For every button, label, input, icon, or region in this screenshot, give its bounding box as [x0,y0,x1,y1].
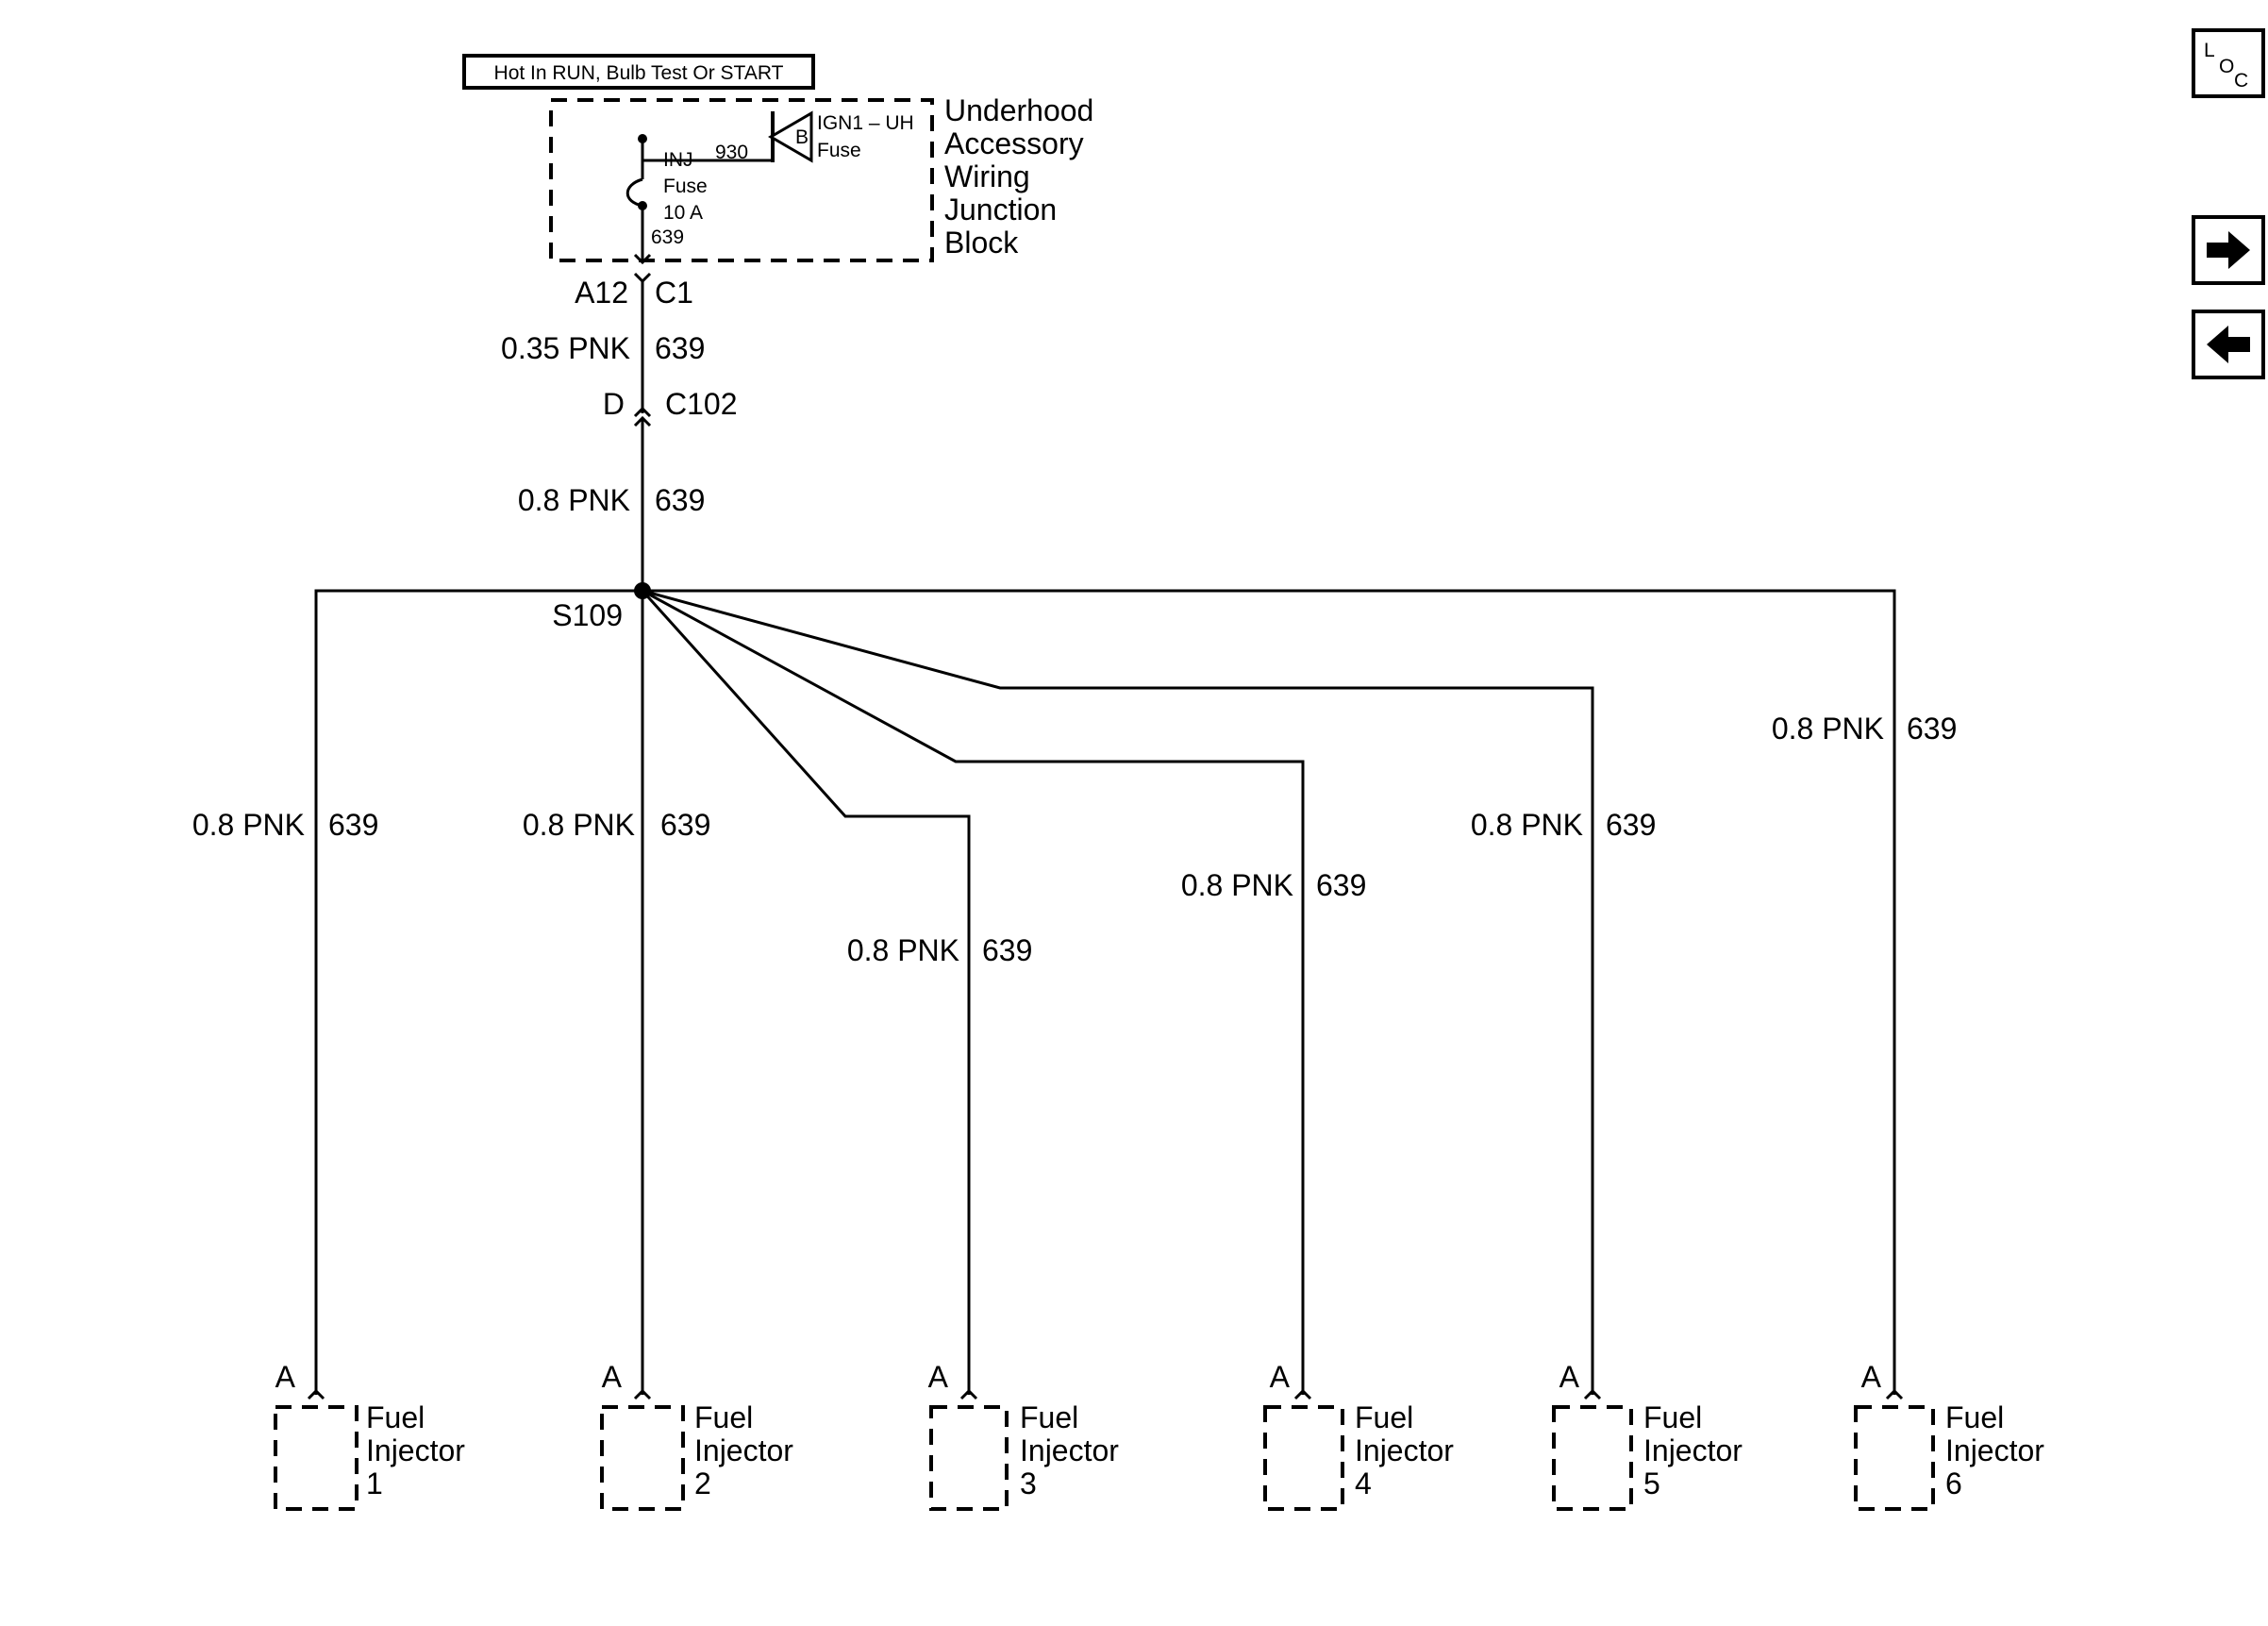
next-page-button[interactable] [2192,215,2265,285]
svg-text:Fuel: Fuel [1355,1400,1413,1434]
branch-wire-1 [314,589,642,1395]
injector-3-pin: A [928,1360,949,1394]
inj-fuse-rating: 10 A [663,202,703,224]
ign1-circuit: 930 [715,142,748,163]
branch-3-circuit: 639 [982,933,1032,967]
injector-6-pin: A [1861,1360,1882,1394]
fuel-injector-2: A Fuel Injector 2 [600,1360,793,1511]
injector-5-pin: A [1559,1360,1580,1394]
svg-text:Fuel: Fuel [1643,1400,1702,1434]
junction-block-outline [549,98,934,262]
feed-wire-1-gauge: 0.35 PNK [501,331,630,365]
svg-text:Injector: Injector [1643,1433,1743,1467]
svg-text:5: 5 [1643,1467,1660,1500]
branch-4-gauge: 0.8 PNK [1181,868,1293,902]
c1-pin: A12 [575,276,628,310]
branch-5-circuit: 639 [1606,808,1656,842]
svg-text:Fuel: Fuel [694,1400,753,1434]
inj-fuse-name: INJ [663,149,693,171]
injector-4-pin: A [1270,1360,1291,1394]
svg-text:Fuel: Fuel [1945,1400,2004,1434]
feed-wire-2-circuit: 639 [655,483,705,517]
branch-wires [314,589,1896,1395]
branch-5-gauge: 0.8 PNK [1471,808,1583,842]
fuel-injector-6: A Fuel Injector 6 [1854,1360,2044,1511]
branch-2-gauge: 0.8 PNK [523,808,635,842]
previous-page-button[interactable] [2192,310,2265,379]
loc-letter-l: L [2204,40,2215,61]
hot-label-box: Hot In RUN, Bulb Test Or START [462,54,815,90]
c102-name: C102 [665,387,738,421]
branch-6-circuit: 639 [1907,712,1957,746]
svg-text:Fuel: Fuel [1020,1400,1078,1434]
svg-text:Injector: Injector [1355,1433,1454,1467]
svg-text:Injector: Injector [1020,1433,1119,1467]
branch-4-circuit: 639 [1316,868,1366,902]
svg-text:4: 4 [1355,1467,1372,1500]
connector-c1: A12 C1 [575,253,693,310]
svg-text:Junction: Junction [944,193,1057,226]
svg-text:Injector: Injector [694,1433,793,1467]
fuel-injector-5: A Fuel Injector 5 [1552,1360,1743,1511]
arrow-right-icon [2207,231,2250,269]
branch-wire-3 [641,589,971,1395]
fuel-injector-3: A Fuel Injector 3 [928,1360,1119,1511]
branch-wire-4 [642,589,1305,1395]
feed-wire-2-gauge: 0.8 PNK [518,483,630,517]
svg-text:Accessory: Accessory [944,126,1084,160]
loc-letter-c: C [2234,70,2248,92]
branch-labels: 0.8 PNK 639 0.8 PNK 639 0.8 PNK 639 0.8 … [192,712,1958,967]
ign1-fuse-label: Fuse [817,140,861,161]
svg-text:Injector: Injector [366,1433,465,1467]
loc-button[interactable]: L O C [2192,28,2265,98]
connector-c102: D C102 [603,387,738,427]
inj-fuse: INJ Fuse 10 A 639 [625,134,708,260]
injector-2-pin: A [602,1360,623,1394]
svg-text:Underhood: Underhood [944,93,1093,127]
c102-pin: D [603,387,625,421]
branch-2-circuit: 639 [660,808,710,842]
splice-label: S109 [552,598,623,632]
injector-1-pin: A [275,1360,296,1394]
ign1-feed-terminal: B IGN1 – UH Fuse 930 [642,110,914,163]
svg-text:Injector: Injector [1945,1433,2044,1467]
junction-block-name: Underhood Accessory Wiring Junction Bloc… [944,93,1093,260]
branch-wire-6 [642,589,1896,1395]
branch-1-circuit: 639 [328,808,378,842]
svg-text:1: 1 [366,1467,383,1500]
arrow-left-icon [2207,326,2250,363]
svg-text:6: 6 [1945,1467,1962,1500]
fuel-injector-4: A Fuel Injector 4 [1263,1360,1454,1511]
branch-3-gauge: 0.8 PNK [847,933,959,967]
fuel-injector-1: A Fuel Injector 1 [274,1360,465,1511]
feed-wire-1-circuit: 639 [655,331,705,365]
ign1-fuse-name: IGN1 – UH [817,112,914,134]
svg-text:Fuel: Fuel [366,1400,425,1434]
branch-1-gauge: 0.8 PNK [192,808,305,842]
svg-text:Wiring: Wiring [944,159,1030,193]
branch-6-gauge: 0.8 PNK [1772,712,1884,746]
svg-text:3: 3 [1020,1467,1037,1500]
c1-name: C1 [655,276,693,310]
svg-text:2: 2 [694,1467,711,1500]
branch-wire-5 [642,589,1594,1395]
inj-fuse-label: Fuse [663,176,708,197]
hot-label: Hot In RUN, Bulb Test Or START [494,62,784,84]
ign1-terminal-letter: B [795,126,809,148]
loc-letter-o: O [2219,56,2234,77]
svg-text:Block: Block [944,226,1019,260]
inj-circuit: 639 [651,226,684,248]
